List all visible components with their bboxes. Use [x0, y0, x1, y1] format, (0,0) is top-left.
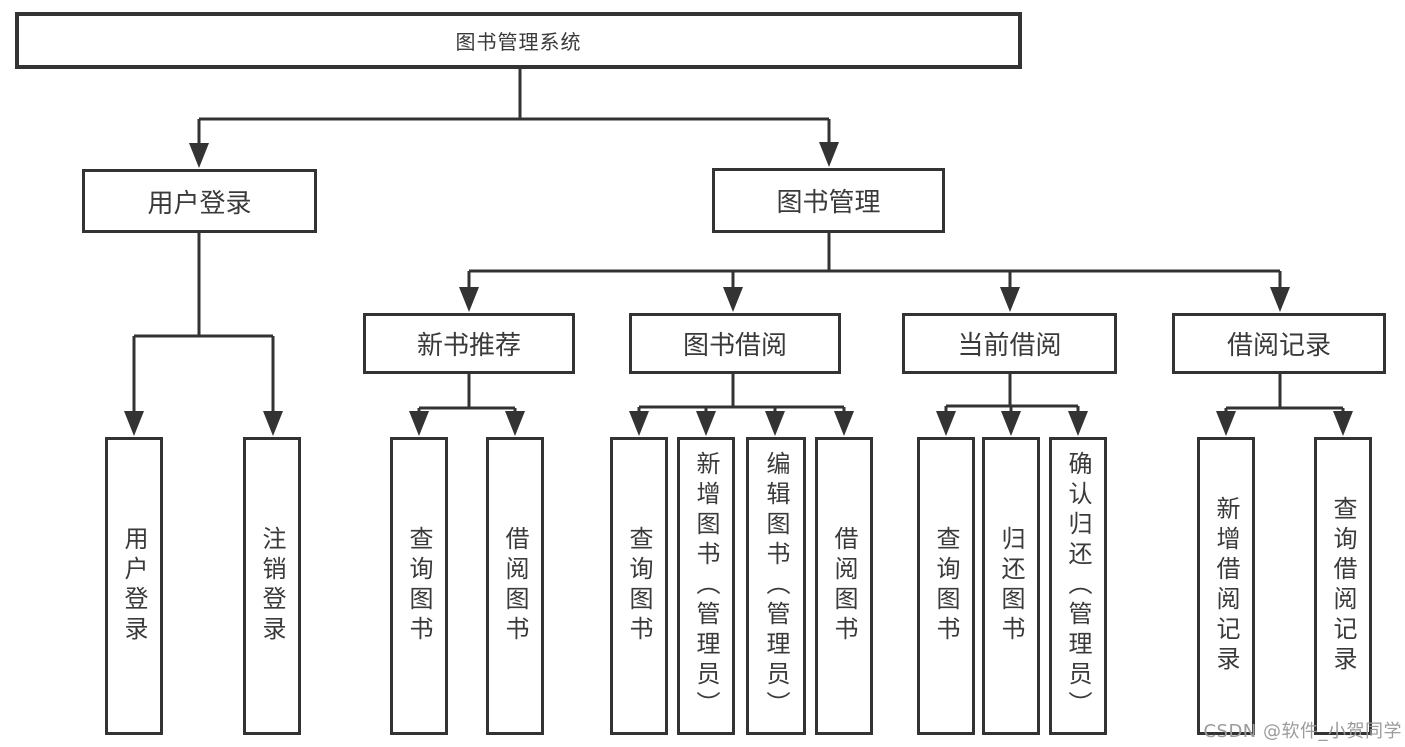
- node-current-borrowing: 当前借阅: [902, 313, 1117, 374]
- connector-root-to-level2: [189, 69, 839, 168]
- connector-borrowing-records-children: [1216, 374, 1353, 436]
- leaf-logout-label: 注销登录: [258, 526, 286, 646]
- connector-user-login-children: [124, 233, 283, 436]
- leaf-add-borrow-record: 新增借阅记录: [1197, 437, 1255, 735]
- leaf-add-borrow-record-label: 新增借阅记录: [1212, 496, 1240, 676]
- leaf-borrow-books-recommendation: 借阅图书: [486, 437, 544, 735]
- leaf-edit-books-admin: 编辑图书（管理员）: [746, 437, 806, 735]
- node-book-borrowing: 图书借阅: [629, 313, 841, 374]
- leaf-add-books-admin-label: 新增图书（管理员）: [692, 451, 720, 721]
- leaf-borrow-books-recommendation-label: 借阅图书: [501, 526, 529, 646]
- node-borrowing-records: 借阅记录: [1172, 313, 1386, 374]
- leaf-query-books-recommendation-label: 查询图书: [405, 526, 433, 646]
- leaf-query-borrow-record-label: 查询借阅记录: [1329, 496, 1357, 676]
- leaf-query-books-recommendation: 查询图书: [390, 437, 448, 735]
- connector-current-borrowing-children: [936, 374, 1088, 436]
- leaf-return-books-label: 归还图书: [997, 526, 1025, 646]
- leaf-confirm-return-admin: 确认归还（管理员）: [1049, 437, 1107, 735]
- leaf-confirm-return-admin-label: 确认归还（管理员）: [1064, 451, 1092, 721]
- leaf-user-login: 用户登录: [105, 437, 163, 735]
- leaf-borrow-books-label: 借阅图书: [830, 526, 858, 646]
- node-library-management-system: 图书管理系统: [15, 12, 1022, 69]
- leaf-query-books-current: 查询图书: [917, 437, 975, 735]
- leaf-logout: 注销登录: [243, 437, 301, 735]
- leaf-borrow-books: 借阅图书: [815, 437, 873, 735]
- leaf-query-books-current-label: 查询图书: [932, 526, 960, 646]
- node-book-management: 图书管理: [712, 168, 945, 233]
- leaf-query-books-borrowing: 查询图书: [610, 437, 668, 735]
- leaf-add-books-admin: 新增图书（管理员）: [677, 437, 735, 735]
- connector-book-borrowing-children: [629, 374, 854, 436]
- node-user-login: 用户登录: [82, 169, 317, 233]
- connector-book-mgmt-children: [459, 233, 1290, 312]
- leaf-edit-books-admin-label: 编辑图书（管理员）: [762, 451, 790, 721]
- csdn-watermark: CSDN @软件_小贺同学: [1203, 721, 1402, 742]
- node-new-book-recommendation: 新书推荐: [363, 313, 575, 374]
- leaf-query-borrow-record: 查询借阅记录: [1314, 437, 1372, 735]
- leaf-return-books: 归还图书: [982, 437, 1040, 735]
- leaf-query-books-borrowing-label: 查询图书: [625, 526, 653, 646]
- leaf-user-login-label: 用户登录: [120, 526, 148, 646]
- connector-new-book-rec-children: [409, 374, 525, 436]
